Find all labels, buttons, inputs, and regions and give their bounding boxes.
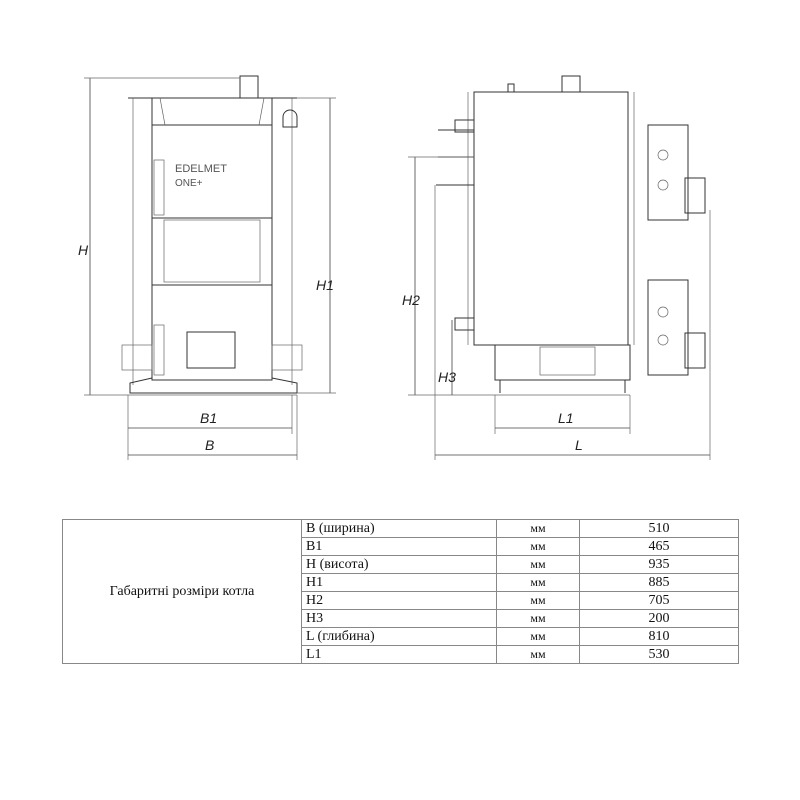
row-unit: мм <box>496 627 580 646</box>
dim-L-label: L <box>575 437 583 453</box>
side-view <box>436 75 706 393</box>
side-dimensions: H2 H3 L1 L <box>402 156 711 460</box>
row-unit: мм <box>496 573 580 592</box>
front-view: EDELMET ONE+ <box>121 75 303 394</box>
dim-H2-label: H2 <box>402 292 420 308</box>
dim-L1-label: L1 <box>558 410 574 426</box>
row-unit: мм <box>496 537 580 556</box>
row-value: 465 <box>579 537 739 556</box>
row-unit: мм <box>496 609 580 628</box>
row-name: H3 <box>301 609 497 628</box>
row-value: 530 <box>579 645 739 664</box>
front-dimensions: H H1 B1 B <box>78 77 336 460</box>
row-value: 810 <box>579 627 739 646</box>
row-name: H (висота) <box>301 555 497 574</box>
table-row: Габаритні розміри котла B (ширина) мм 51… <box>62 519 739 664</box>
row-name: B (ширина) <box>301 519 497 538</box>
boiler-dimension-drawing: EDELMET ONE+ H H1 B1 B <box>78 75 711 460</box>
row-name: B1 <box>301 537 497 556</box>
dim-B1-label: B1 <box>200 410 217 426</box>
row-value: 510 <box>579 519 739 538</box>
dim-H-label: H <box>78 242 89 258</box>
dim-H1-label: H1 <box>316 277 334 293</box>
dimensions-table: Габаритні розміри котла B (ширина) мм 51… <box>62 519 739 664</box>
model-logo: ONE+ <box>175 178 203 189</box>
row-name: H2 <box>301 591 497 610</box>
row-unit: мм <box>496 591 580 610</box>
brand-logo: EDELMET <box>175 163 227 175</box>
dim-B-label: B <box>205 437 214 453</box>
row-name: L1 <box>301 645 497 664</box>
dim-H3-label: H3 <box>438 369 456 385</box>
row-unit: мм <box>496 519 580 538</box>
row-unit: мм <box>496 645 580 664</box>
table-title: Габаритні розміри котла <box>62 519 302 664</box>
row-value: 885 <box>579 573 739 592</box>
row-name: L (глибина) <box>301 627 497 646</box>
row-value: 935 <box>579 555 739 574</box>
row-value: 705 <box>579 591 739 610</box>
row-value: 200 <box>579 609 739 628</box>
row-unit: мм <box>496 555 580 574</box>
row-name: H1 <box>301 573 497 592</box>
